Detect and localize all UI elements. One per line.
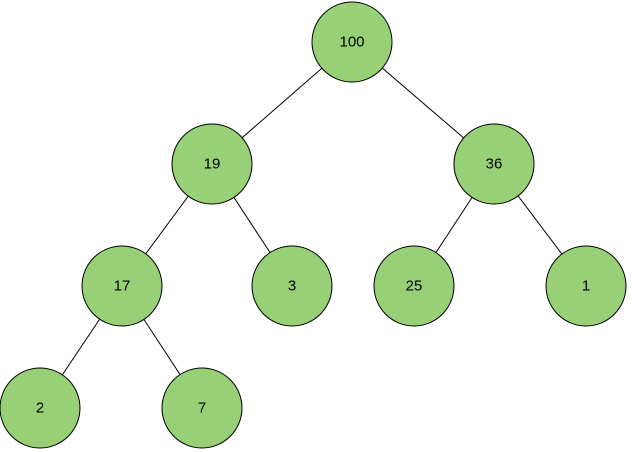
tree-node-25: 25 [373, 245, 455, 327]
tree-node-100: 100 [311, 1, 393, 83]
tree-node-36: 36 [453, 123, 535, 205]
node-label: 100 [339, 34, 364, 51]
tree-node-7: 7 [161, 367, 243, 449]
node-circle [453, 123, 535, 205]
node-label: 3 [288, 278, 296, 295]
node-label: 36 [486, 156, 503, 173]
node-label: 25 [406, 278, 423, 295]
tree-node-1: 1 [545, 245, 627, 327]
node-label: 17 [114, 278, 131, 295]
node-label: 2 [36, 400, 44, 417]
node-circle [81, 245, 163, 327]
tree-edges [39, 41, 587, 409]
node-circle [171, 123, 253, 205]
node-circle [0, 367, 81, 449]
tree-node-3: 3 [251, 245, 333, 327]
node-label: 19 [204, 156, 221, 173]
tree-node-2: 2 [0, 367, 81, 449]
tree-node-19: 19 [171, 123, 253, 205]
node-circle [545, 245, 627, 327]
node-circle [161, 367, 243, 449]
tree-node-17: 17 [81, 245, 163, 327]
node-circle [311, 1, 393, 83]
node-label: 1 [582, 278, 590, 295]
node-label: 7 [198, 400, 206, 417]
node-circle [373, 245, 455, 327]
node-circle [251, 245, 333, 327]
